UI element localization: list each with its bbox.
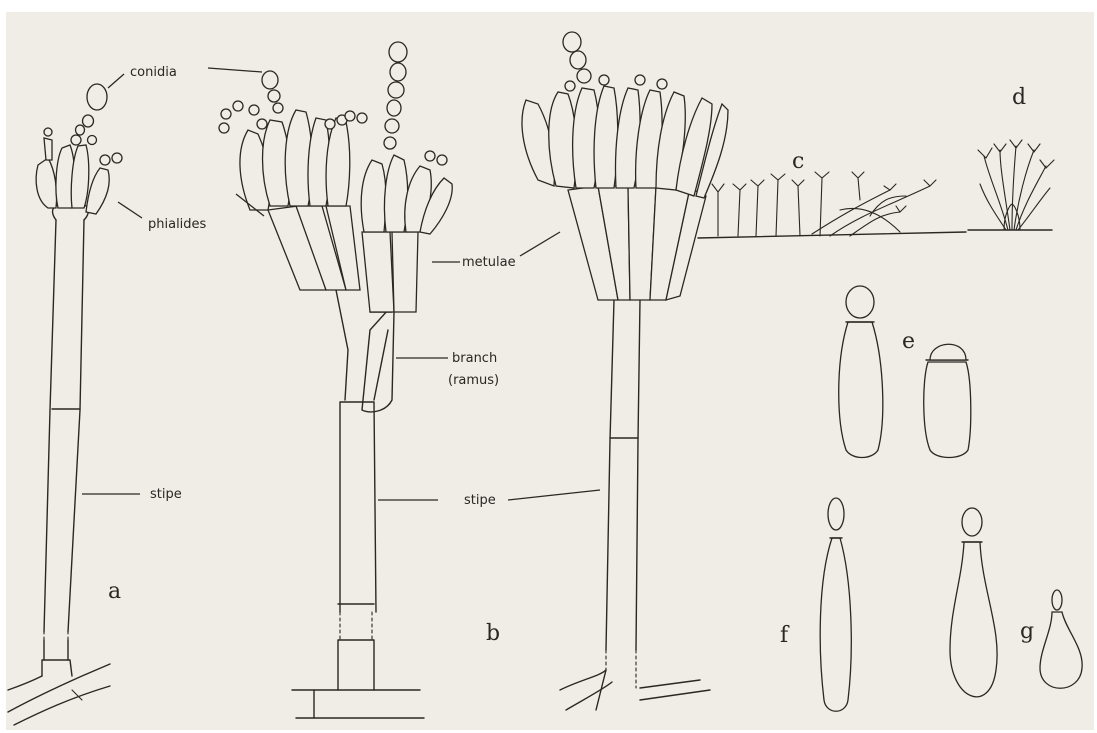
label-ramus: (ramus) [448, 373, 499, 388]
panel-letter-e: e [902, 329, 915, 354]
label-stipe-a: stipe [150, 487, 182, 502]
label-phialides: phialides [148, 217, 207, 232]
panel-letter-a: a [108, 579, 121, 604]
label-branch: branch [452, 351, 497, 366]
panel-letter-d: d [1012, 85, 1026, 110]
panel-letter-g: g [1020, 619, 1034, 644]
label-metulae: metulae [462, 255, 516, 270]
label-stipe-b: stipe [464, 493, 496, 508]
label-conidia: conidia [130, 65, 177, 80]
panel-letter-c: c [792, 149, 804, 174]
panel-letter-b: b [486, 621, 500, 646]
